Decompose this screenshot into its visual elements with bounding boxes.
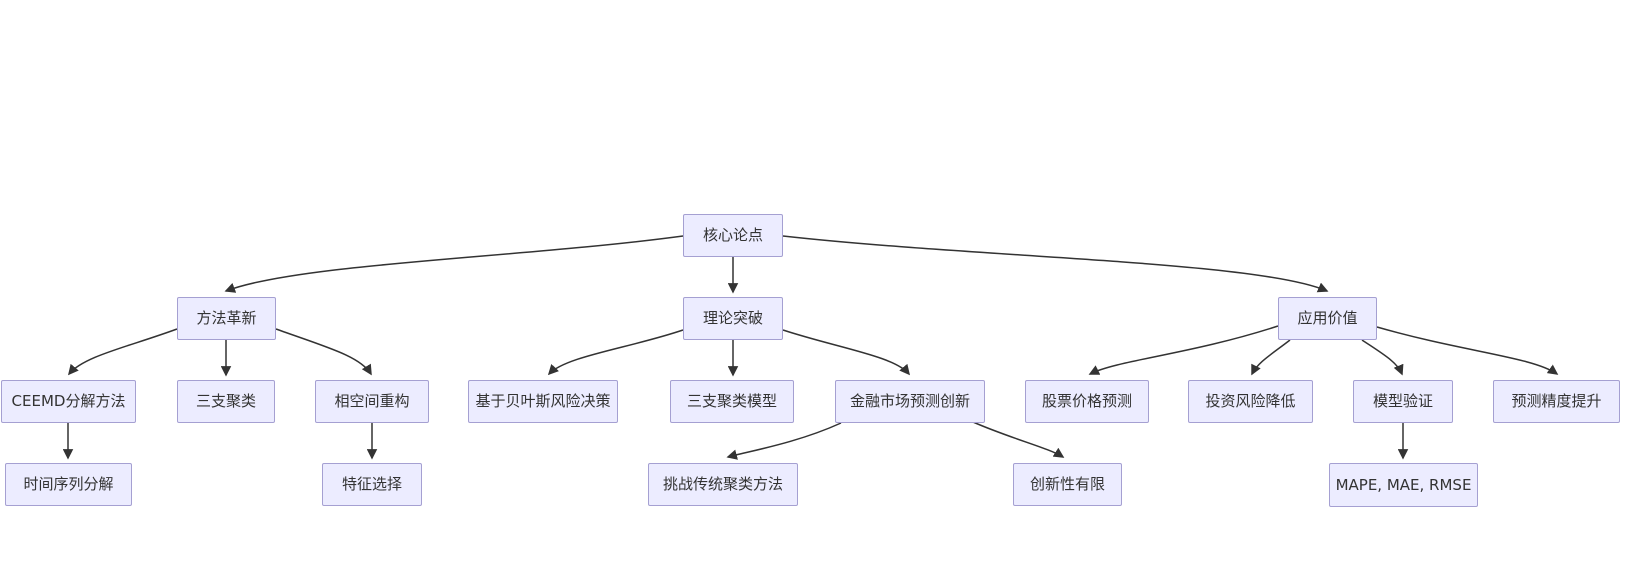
edge-theory-breakthrough-financial-market-forecast-innovation bbox=[782, 329, 911, 376]
edge-theory-breakthrough-bayesian-risk-decision bbox=[547, 329, 684, 376]
edge-financial-market-forecast-innovation-limited-innovation bbox=[972, 421, 1065, 458]
node-core-thesis: 核心论点 bbox=[683, 214, 783, 257]
edge-application-value-investment-risk-reduction bbox=[1251, 339, 1291, 376]
node-theory-breakthrough: 理论突破 bbox=[683, 297, 783, 340]
node-evaluation-metrics: MAPE, MAE, RMSE bbox=[1329, 463, 1478, 507]
edge-core-thesis-method-innovation bbox=[224, 235, 684, 293]
node-model-validation: 模型验证 bbox=[1353, 380, 1453, 423]
node-challenge-traditional-clustering: 挑战传统聚类方法 bbox=[648, 463, 798, 506]
node-stock-price-prediction: 股票价格预测 bbox=[1025, 380, 1149, 423]
edge-core-thesis-application-value bbox=[782, 235, 1329, 293]
node-method-innovation: 方法革新 bbox=[177, 297, 276, 340]
node-feature-selection: 特征选择 bbox=[322, 463, 422, 506]
edge-application-value-stock-price-prediction bbox=[1088, 325, 1279, 375]
node-application-value: 应用价值 bbox=[1278, 297, 1377, 340]
edge-method-innovation-phase-space-reconstruction bbox=[275, 328, 372, 376]
node-three-way-clustering: 三支聚类 bbox=[177, 380, 275, 423]
node-forecast-accuracy-improvement: 预测精度提升 bbox=[1493, 380, 1620, 423]
node-three-way-clustering-model: 三支聚类模型 bbox=[670, 380, 794, 423]
node-time-series-decomposition: 时间序列分解 bbox=[5, 463, 132, 506]
node-phase-space-reconstruction: 相空间重构 bbox=[315, 380, 429, 423]
edge-financial-market-forecast-innovation-challenge-traditional-clustering bbox=[726, 422, 842, 460]
node-financial-market-forecast-innovation: 金融市场预测创新 bbox=[835, 380, 985, 423]
edge-application-value-model-validation bbox=[1361, 339, 1404, 376]
node-investment-risk-reduction: 投资风险降低 bbox=[1188, 380, 1313, 423]
node-bayesian-risk-decision: 基于贝叶斯风险决策 bbox=[468, 380, 618, 423]
edge-method-innovation-ceemd-decomposition bbox=[67, 328, 178, 376]
node-limited-innovation: 创新性有限 bbox=[1013, 463, 1122, 506]
node-ceemd-decomposition: CEEMD分解方法 bbox=[1, 380, 136, 423]
edge-application-value-forecast-accuracy-improvement bbox=[1376, 326, 1559, 375]
